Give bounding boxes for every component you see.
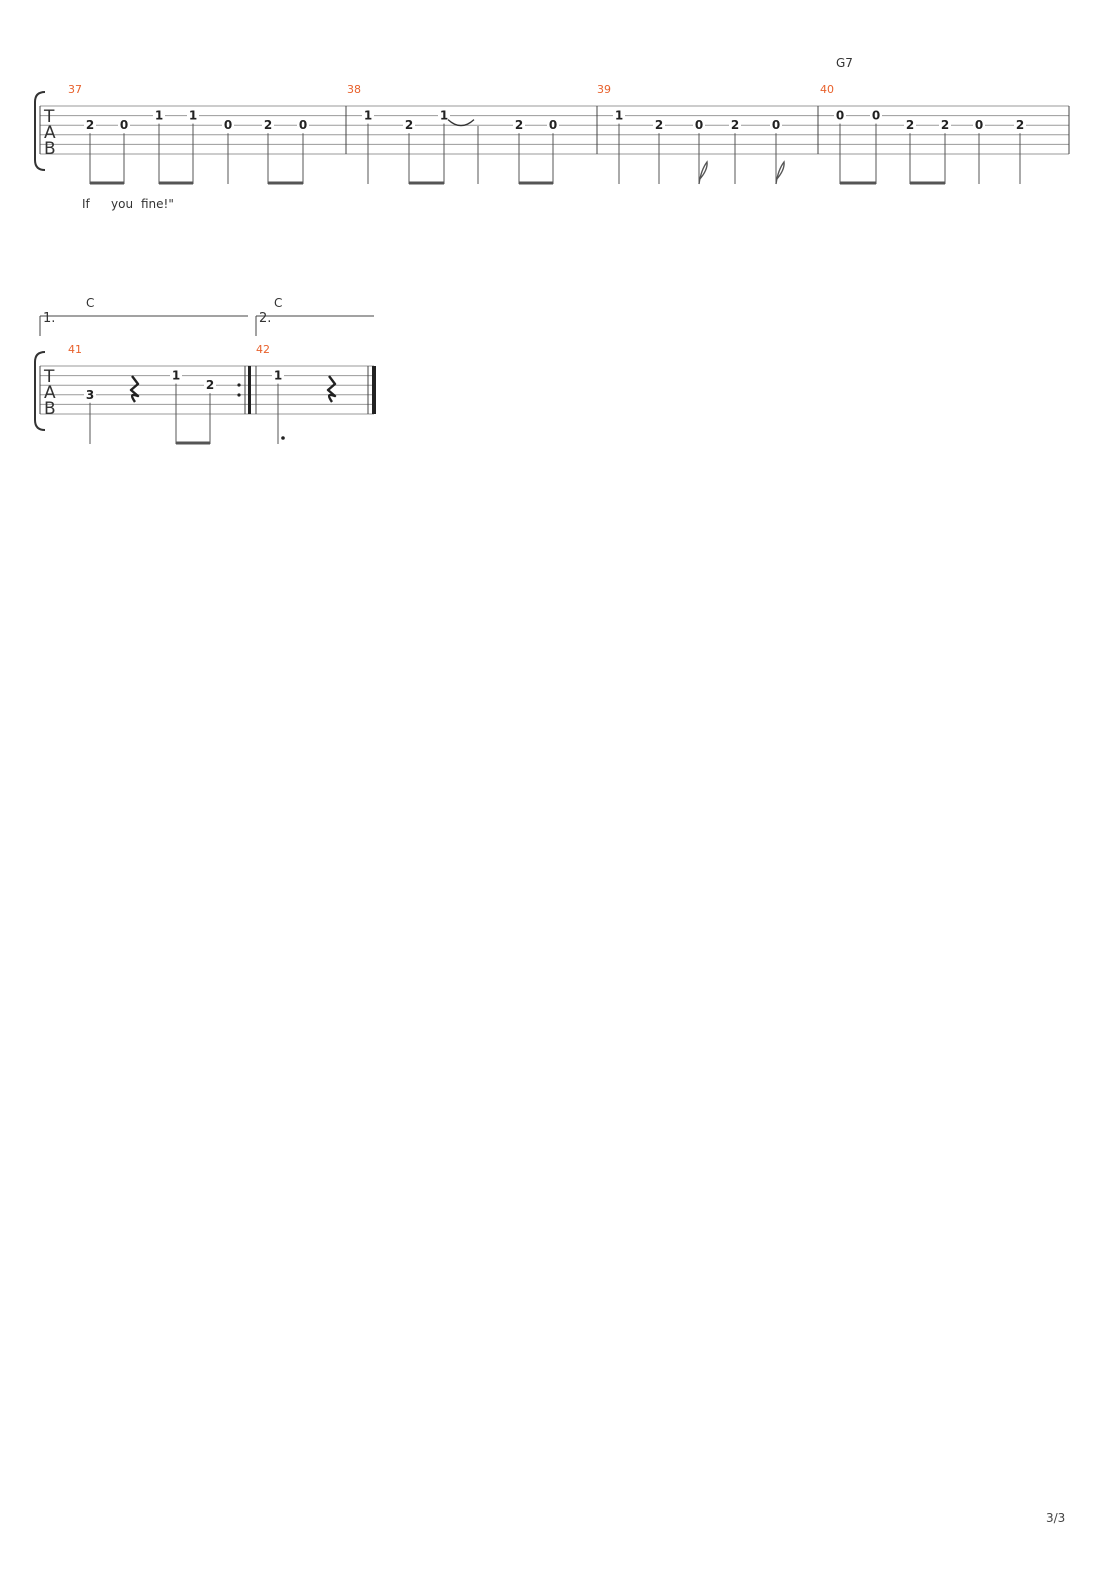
quarter-rest: [326, 375, 337, 403]
page-number: 3/3: [1046, 1511, 1065, 1525]
tab-clef-letter: B: [44, 139, 56, 159]
fret-background: [729, 118, 741, 132]
measure-number: 41: [68, 343, 82, 356]
system-bracket: [34, 91, 46, 171]
fret-background: [187, 108, 199, 122]
fret-number: 2: [515, 118, 523, 132]
quarter-rest: [129, 375, 140, 403]
fret-number: 1: [274, 369, 282, 383]
fret-number: 1: [189, 109, 197, 123]
chord-symbol: C: [86, 296, 94, 310]
eighth-flag: [775, 160, 785, 185]
fret-background: [939, 118, 951, 132]
fret-number: 0: [836, 109, 844, 123]
fret-number: 0: [120, 118, 128, 132]
measure-number: 42: [256, 343, 270, 356]
volta-label: 1.: [43, 311, 55, 326]
fret-background: [262, 118, 274, 132]
fret-background: [272, 368, 284, 382]
tab-clef-letter: A: [44, 383, 56, 403]
fret-background: [870, 108, 882, 122]
fret-background: [547, 118, 559, 132]
fret-number: 0: [975, 118, 983, 132]
fret-background: [653, 118, 665, 132]
fret-background: [84, 118, 96, 132]
fret-background: [438, 108, 450, 122]
measure-number: 40: [820, 83, 834, 96]
chord-symbol: G7: [836, 56, 853, 70]
tie-arc: [447, 119, 475, 127]
chord-symbol: C: [274, 296, 282, 310]
measure-number: 37: [68, 83, 82, 96]
fret-background: [834, 108, 846, 122]
eighth-flag: [698, 160, 708, 185]
fret-number: 2: [731, 118, 739, 132]
fret-background: [693, 118, 705, 132]
fret-background: [1014, 118, 1026, 132]
system-bracket: [34, 351, 46, 431]
fret-number: 2: [1016, 118, 1024, 132]
fret-number: 0: [549, 118, 557, 132]
fret-number: 2: [655, 118, 663, 132]
tab-clef-letter: B: [44, 399, 56, 419]
fret-number: 0: [224, 118, 232, 132]
tab-clef-letter: T: [43, 367, 55, 387]
volta-label: 2.: [259, 311, 271, 326]
fret-number: 2: [86, 118, 94, 132]
fret-number: 2: [264, 118, 272, 132]
fret-number: 1: [364, 109, 372, 123]
duration-dot: [281, 436, 285, 440]
fret-number: 1: [155, 109, 163, 123]
lyric-word: fine!": [141, 197, 174, 211]
lyric-word: you: [111, 197, 133, 211]
fret-number: 1: [172, 369, 180, 383]
fret-number: 0: [872, 109, 880, 123]
fret-background: [297, 118, 309, 132]
fret-background: [222, 118, 234, 132]
repeat-dot: [237, 393, 241, 397]
fret-number: 2: [405, 118, 413, 132]
fret-background: [403, 118, 415, 132]
fret-background: [362, 108, 374, 122]
fret-number: 0: [299, 118, 307, 132]
fret-number: 0: [772, 118, 780, 132]
tab-clef-letter: A: [44, 123, 56, 143]
fret-number: 1: [615, 109, 623, 123]
fret-background: [770, 118, 782, 132]
fret-background: [513, 118, 525, 132]
fret-number: 2: [206, 378, 214, 392]
fret-background: [170, 368, 182, 382]
fret-number: 0: [695, 118, 703, 132]
lyric-word: If: [82, 197, 91, 211]
fret-number: 1: [440, 109, 448, 123]
measure-number: 39: [597, 83, 611, 96]
fret-background: [204, 378, 216, 392]
fret-number: 2: [906, 118, 914, 132]
fret-number: 3: [86, 388, 94, 402]
fret-background: [118, 118, 130, 132]
fret-background: [153, 108, 165, 122]
fret-number: 2: [941, 118, 949, 132]
fret-background: [84, 387, 96, 401]
fret-background: [613, 108, 625, 122]
repeat-dot: [237, 383, 241, 387]
tab-clef-letter: T: [43, 107, 55, 127]
final-thick-barline: [372, 366, 376, 414]
fret-background: [973, 118, 985, 132]
measure-number: 38: [347, 83, 361, 96]
repeat-thick-barline: [248, 366, 251, 414]
fret-background: [904, 118, 916, 132]
